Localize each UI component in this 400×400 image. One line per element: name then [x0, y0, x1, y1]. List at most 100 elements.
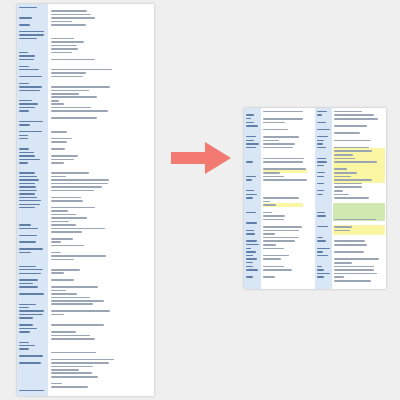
- field-value: [334, 197, 369, 199]
- form-row: [315, 193, 386, 196]
- arrow-right-icon: [171, 142, 231, 174]
- form-row: [17, 382, 154, 385]
- field-value: [263, 269, 292, 271]
- field-value: [51, 241, 61, 243]
- form-row: [17, 13, 154, 16]
- form-row: [315, 142, 386, 145]
- field-label: [316, 182, 325, 185]
- field-value: [51, 75, 84, 78]
- field-label: [316, 254, 329, 257]
- field-value: [51, 189, 94, 192]
- form-row: [315, 168, 386, 171]
- field-value: [334, 179, 372, 181]
- field-label: [245, 118, 252, 120]
- field-label: [316, 136, 328, 138]
- form-row: [315, 240, 386, 243]
- form-row: [244, 193, 315, 196]
- field-value: [334, 258, 379, 260]
- field-label: [316, 240, 326, 242]
- form-row: [315, 160, 386, 163]
- form-row: [315, 254, 386, 257]
- form-row: [315, 243, 386, 246]
- field-label: [245, 229, 254, 232]
- form-row: [244, 247, 315, 250]
- form-row: [17, 282, 154, 285]
- field-value: [334, 182, 363, 185]
- field-value: [51, 137, 72, 140]
- field-label: [19, 31, 45, 33]
- field-label: [19, 55, 36, 57]
- form-row: [244, 268, 315, 271]
- filled-field-highlight: [333, 225, 385, 235]
- form-row: [244, 142, 315, 145]
- field-value: [51, 175, 66, 178]
- form-row: [315, 250, 386, 253]
- field-value: [334, 225, 353, 228]
- field-value: [51, 303, 93, 306]
- field-label: [19, 75, 43, 78]
- form-row: [315, 196, 386, 199]
- form-row: [17, 92, 154, 95]
- field-label: [19, 389, 44, 392]
- form-row: [244, 121, 315, 124]
- field-value: [334, 272, 378, 275]
- field-label: [245, 247, 251, 250]
- form-row: [315, 236, 386, 239]
- field-value: [334, 186, 363, 188]
- form-row: [17, 137, 154, 140]
- form-row: [17, 54, 154, 57]
- field-value: [51, 117, 98, 119]
- field-label: [19, 327, 37, 330]
- form-row: [244, 236, 315, 239]
- field-value: [334, 193, 349, 196]
- form-row: [17, 285, 154, 288]
- form-row: [17, 292, 154, 295]
- form-row: [17, 44, 154, 47]
- field-value: [51, 213, 77, 216]
- form-row: [17, 110, 154, 113]
- form-row: [244, 135, 315, 138]
- field-value: [263, 276, 276, 278]
- form-row: [315, 135, 386, 138]
- field-label: [316, 164, 325, 167]
- field-label: [19, 362, 41, 364]
- form-row: [17, 72, 154, 75]
- field-value: [51, 106, 92, 109]
- field-label: [19, 307, 29, 309]
- field-label: [19, 37, 37, 40]
- field-label: [316, 110, 327, 113]
- form-row: [315, 124, 386, 127]
- form-row: [244, 276, 315, 279]
- form-row: [315, 150, 386, 153]
- field-value: [334, 146, 370, 149]
- field-label: [316, 143, 324, 145]
- field-value: [263, 265, 284, 268]
- field-label: [316, 226, 329, 228]
- field-value: [51, 382, 63, 385]
- form-row: [17, 361, 154, 364]
- form-row: [315, 153, 386, 156]
- field-label: [316, 251, 323, 253]
- form-row: [17, 375, 154, 378]
- field-value: [334, 132, 360, 134]
- form-row: [17, 365, 154, 368]
- field-value: [334, 157, 355, 160]
- field-value: [51, 351, 96, 354]
- form-row: [244, 168, 315, 171]
- field-label: [245, 222, 258, 224]
- field-label: [19, 286, 39, 288]
- form-row: [315, 110, 386, 113]
- form-row: [17, 106, 154, 109]
- field-label: [19, 82, 30, 85]
- form-row: [244, 261, 315, 264]
- field-label: [19, 324, 34, 326]
- form-row: [315, 178, 386, 181]
- form-row: [17, 158, 154, 161]
- form-row: [244, 117, 315, 120]
- field-value: [51, 268, 81, 271]
- field-value: [51, 244, 85, 247]
- field-label: [245, 179, 252, 181]
- field-label: [316, 190, 325, 192]
- field-label: [19, 24, 30, 26]
- field-value: [263, 121, 286, 124]
